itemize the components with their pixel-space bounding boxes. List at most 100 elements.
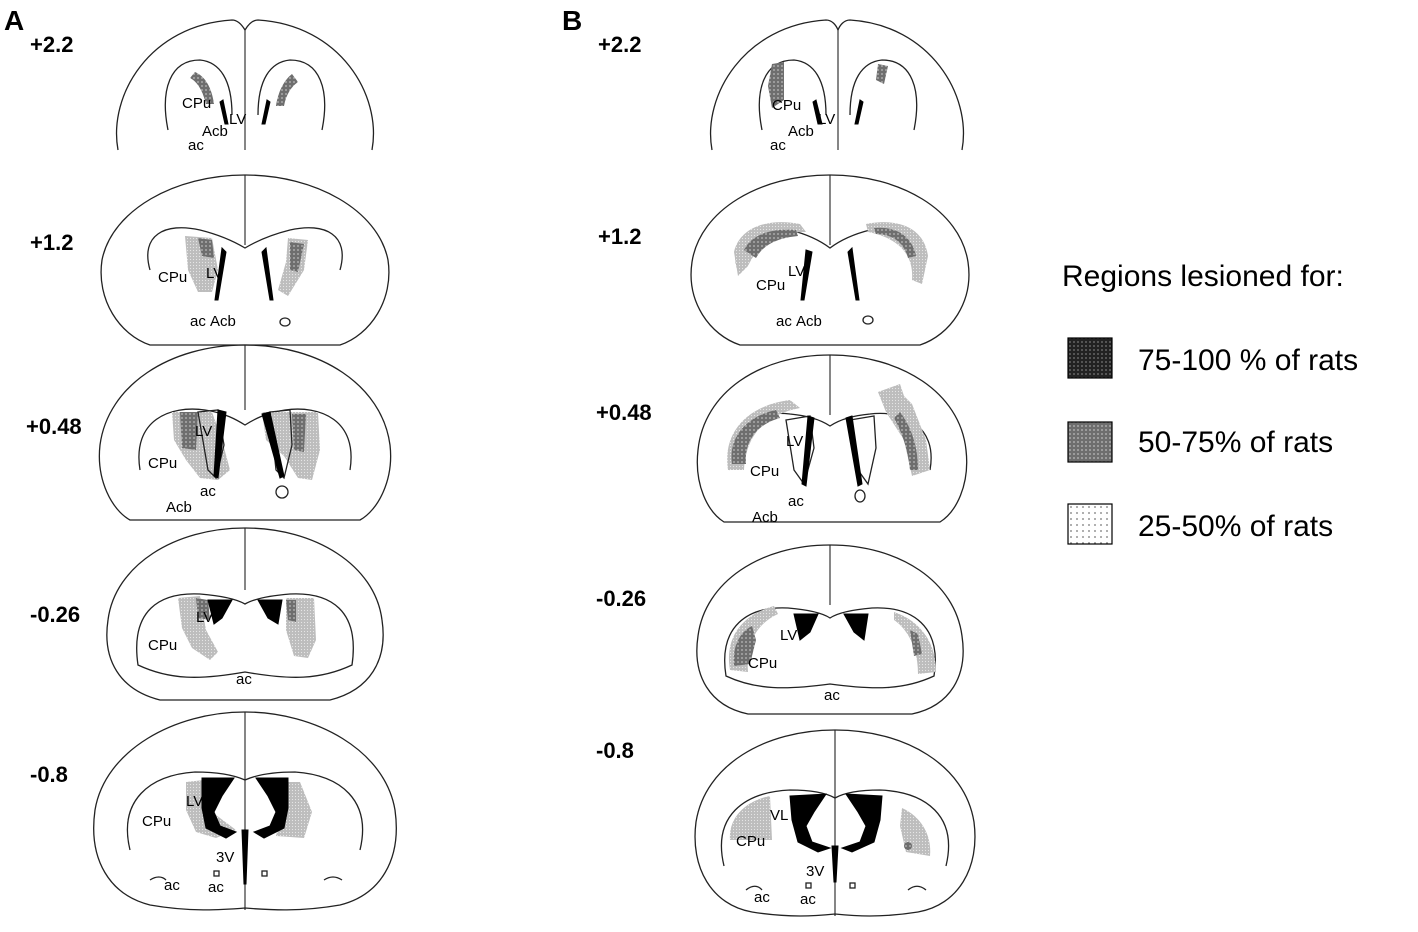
section-coord: +2.2 xyxy=(598,32,641,57)
region-label: Acb xyxy=(788,123,814,140)
lesion-region xyxy=(178,596,218,660)
region-label: CPu xyxy=(772,97,801,114)
lateral-ventricle xyxy=(201,777,238,839)
region-label: ac xyxy=(236,671,252,688)
region-label: LV xyxy=(195,423,212,440)
section-coord: +0.48 xyxy=(26,414,82,439)
section-coord: -0.26 xyxy=(596,586,646,611)
region-label: Acb xyxy=(752,509,778,526)
section-b-5: -0.8 VL CPu 3V ac ac xyxy=(596,729,976,917)
section-a-2: +1.2 CPu LV ac Acb xyxy=(30,174,390,346)
region-label: ac xyxy=(188,137,204,154)
third-ventricle xyxy=(241,829,249,885)
legend-label: 75-100 % of rats xyxy=(1138,344,1358,377)
legend-item: 50-75% of rats xyxy=(1067,421,1333,463)
lateral-ventricle-right xyxy=(261,246,274,301)
region-label: ac xyxy=(824,687,840,704)
corpus-callosum xyxy=(720,789,950,867)
section-coord: +2.2 xyxy=(30,32,73,57)
lesion-region xyxy=(900,808,931,856)
region-label: LV xyxy=(186,793,203,810)
lateral-ventricle xyxy=(219,99,229,125)
section-coord: +1.2 xyxy=(598,224,641,249)
region-label: ac xyxy=(788,493,804,510)
region-label: CPu xyxy=(748,655,777,672)
corpus-callosum xyxy=(136,593,354,678)
third-ventricle xyxy=(831,845,839,883)
region-label: CPu xyxy=(736,833,765,850)
anterior-commissure-right xyxy=(849,882,856,889)
legend-title: Regions lesioned for: xyxy=(1062,260,1344,293)
lateral-ventricle xyxy=(800,249,813,301)
region-label: CPu xyxy=(158,269,187,286)
corpus-callosum xyxy=(138,408,352,471)
lesion-region xyxy=(262,412,320,480)
lesion-region xyxy=(768,62,784,108)
region-label: Acb xyxy=(166,499,192,516)
legend-label: 50-75% of rats xyxy=(1138,426,1333,459)
region-label: ac xyxy=(770,137,786,154)
lateral-ventricle xyxy=(214,246,227,301)
legend-item: 25-50% of rats xyxy=(1067,503,1333,545)
brain-outline xyxy=(690,174,970,346)
panel-a: +2.2 CPu LV Acb ac +1.2 xyxy=(26,19,397,911)
region-label: ac xyxy=(800,891,816,908)
anterior-commissure xyxy=(854,489,866,503)
region-label: LV xyxy=(229,111,246,128)
lateral-ventricle-outline xyxy=(785,415,815,486)
region-label: LV xyxy=(788,263,805,280)
region-label: Acb xyxy=(210,313,236,330)
lesion-region xyxy=(876,64,888,84)
lesion-region xyxy=(734,222,806,276)
region-label: 3V xyxy=(806,863,824,880)
lateral-ventricle-right xyxy=(854,99,864,125)
lesion-region xyxy=(910,630,922,656)
anterior-commissure xyxy=(805,882,812,889)
section-coord: -0.8 xyxy=(30,762,68,787)
brain-outline xyxy=(696,544,964,715)
lateral-ventricle-right xyxy=(252,777,289,839)
lateral-ventricle-right xyxy=(847,246,860,301)
section-b-2: +1.2 LV CPu ac Acb xyxy=(598,174,970,346)
lesion-region xyxy=(894,412,918,470)
ac-left xyxy=(745,885,763,891)
lesion-region xyxy=(904,842,912,850)
lesion-region xyxy=(196,598,210,620)
region-label: ac xyxy=(208,879,224,896)
region-label: Acb xyxy=(796,313,822,330)
lesion-region xyxy=(866,222,928,284)
anterior-commissure-right xyxy=(261,870,268,877)
panel-b-letter: B xyxy=(562,5,582,36)
lesion-region xyxy=(290,242,304,272)
anterior-commissure xyxy=(275,485,289,499)
lateral-ventricle xyxy=(207,599,233,625)
ac-right xyxy=(907,885,927,891)
panel-b: +2.2 CPu LV Acb ac +1.2 xyxy=(596,19,976,917)
region-label: ac xyxy=(754,889,770,906)
region-label: LV xyxy=(196,609,213,626)
region-label: LV xyxy=(818,111,835,128)
brain-outline xyxy=(106,527,384,701)
region-label: Acb xyxy=(202,123,228,140)
lateral-ventricle xyxy=(789,793,832,853)
legend: Regions lesioned for: 75-100 % of rats 5… xyxy=(1062,260,1358,545)
section-coord: -0.26 xyxy=(30,602,80,627)
region-label: CPu xyxy=(750,463,779,480)
section-coord: +1.2 xyxy=(30,230,73,255)
region-label: ac xyxy=(164,877,180,894)
region-label: LV xyxy=(786,433,803,450)
region-label: VL xyxy=(770,807,788,824)
section-coord: +0.48 xyxy=(596,400,652,425)
lesion-region xyxy=(744,229,798,258)
legend-swatch-dark xyxy=(1067,337,1113,379)
section-b-4: -0.26 LV CPu ac xyxy=(596,544,964,715)
lesion-region xyxy=(190,72,214,104)
legend-swatch-light xyxy=(1067,503,1113,545)
corpus-callosum xyxy=(758,59,827,131)
corpus-callosum xyxy=(147,227,343,271)
section-a-4: -0.26 LV CPu ac xyxy=(30,527,384,701)
lateral-ventricle xyxy=(213,409,227,479)
lesion-region xyxy=(198,238,214,258)
section-coord: -0.8 xyxy=(596,738,634,763)
brain-outline xyxy=(696,354,968,523)
